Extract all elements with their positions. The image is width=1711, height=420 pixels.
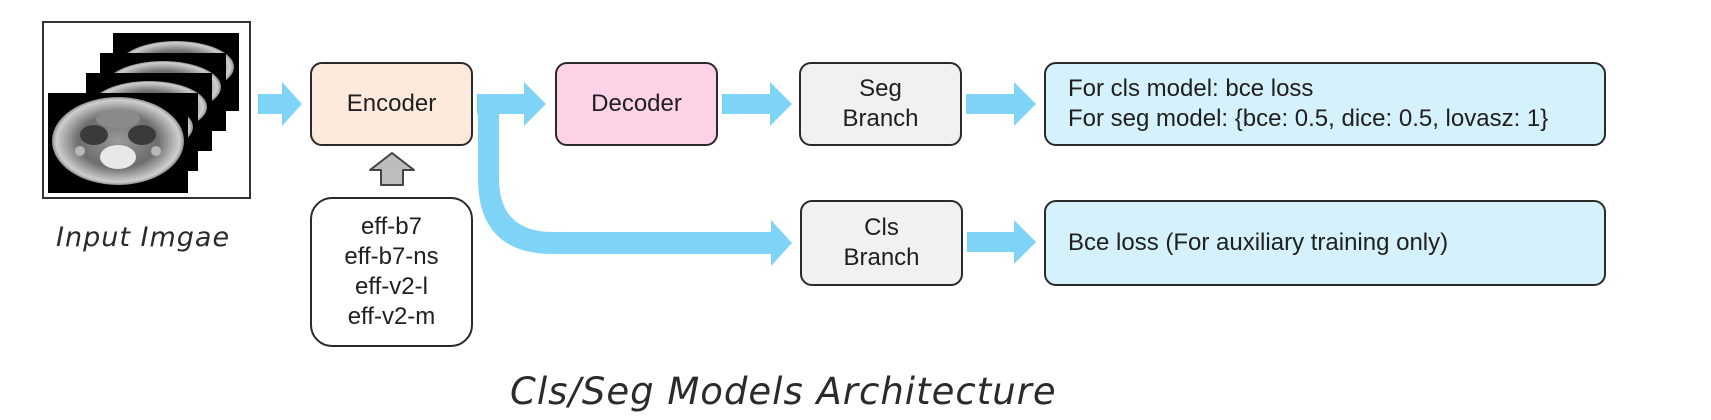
backbone-options-box: eff-b7 eff-b7-ns eff-v2-l eff-v2-m	[310, 197, 473, 347]
encoder-label: Encoder	[346, 90, 437, 117]
cls-branch-label-line2: Branch	[843, 244, 920, 271]
diagram-title: Cls/Seg Models Architecture	[510, 370, 1057, 413]
seg-loss-box: For cls model: bce loss For seg model: {…	[1044, 62, 1606, 146]
input-image-label: Input Imgae	[56, 222, 231, 253]
arrow-backbones-to-encoder	[369, 152, 415, 186]
arrow-seg-branch-to-loss	[966, 82, 1036, 126]
arrow-decoder-to-seg-branch	[722, 82, 792, 126]
arrow-cls-branch-to-loss	[967, 220, 1036, 264]
seg-loss-line1: For cls model: bce loss	[1068, 75, 1314, 102]
cls-branch-box: Cls Branch	[800, 200, 963, 286]
arrow-encoder-to-cls-branch	[478, 100, 792, 266]
input-image-frame	[42, 21, 251, 199]
seg-branch-box: Seg Branch	[799, 62, 962, 146]
seg-loss-line2: For seg model: {bce: 0.5, dice: 0.5, lov…	[1068, 105, 1549, 132]
cls-loss-label: Bce loss (For auxiliary training only)	[1068, 229, 1449, 256]
decoder-label: Decoder	[591, 90, 682, 117]
seg-branch-label-line1: Seg	[859, 75, 902, 102]
arrow-input-to-encoder	[258, 82, 302, 126]
encoder-box: Encoder	[310, 62, 473, 146]
backbone-option: eff-b7	[361, 213, 422, 240]
decoder-box: Decoder	[555, 62, 718, 146]
cls-branch-label-line1: Cls	[864, 214, 899, 241]
backbone-option: eff-b7-ns	[344, 243, 439, 270]
backbone-option: eff-v2-m	[347, 303, 436, 330]
backbone-option: eff-v2-l	[355, 273, 428, 300]
mri-slice-front	[48, 93, 188, 193]
mri-slice-stack	[48, 33, 239, 193]
seg-branch-label-line2: Branch	[842, 105, 919, 132]
cls-loss-box: Bce loss (For auxiliary training only)	[1044, 200, 1606, 286]
